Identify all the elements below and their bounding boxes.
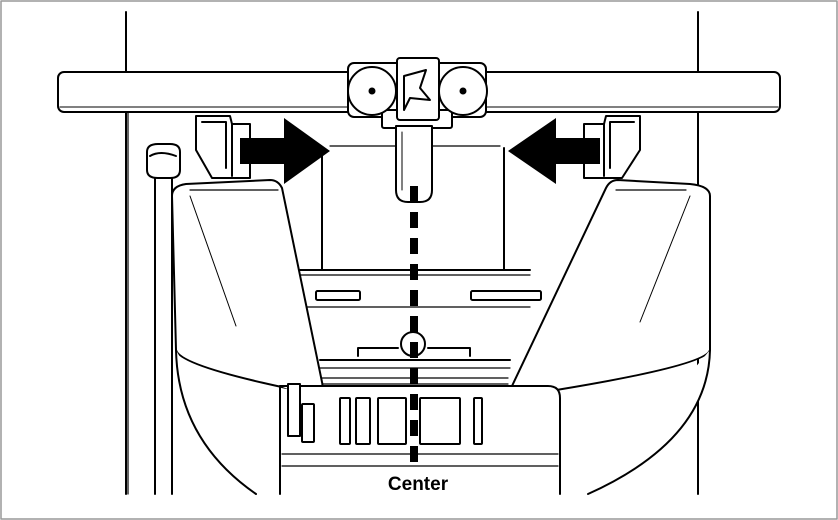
center-label: Center (388, 474, 449, 495)
arrows (240, 118, 600, 184)
knob-icon (403, 69, 431, 111)
center-clamp (347, 57, 488, 203)
front-tray (175, 349, 711, 495)
right-arrow-icon (240, 118, 330, 184)
left-arrow-icon (508, 118, 600, 184)
left-side-guide (171, 179, 324, 391)
left-guide-bracket (195, 115, 251, 179)
right-side-guide (509, 179, 711, 393)
